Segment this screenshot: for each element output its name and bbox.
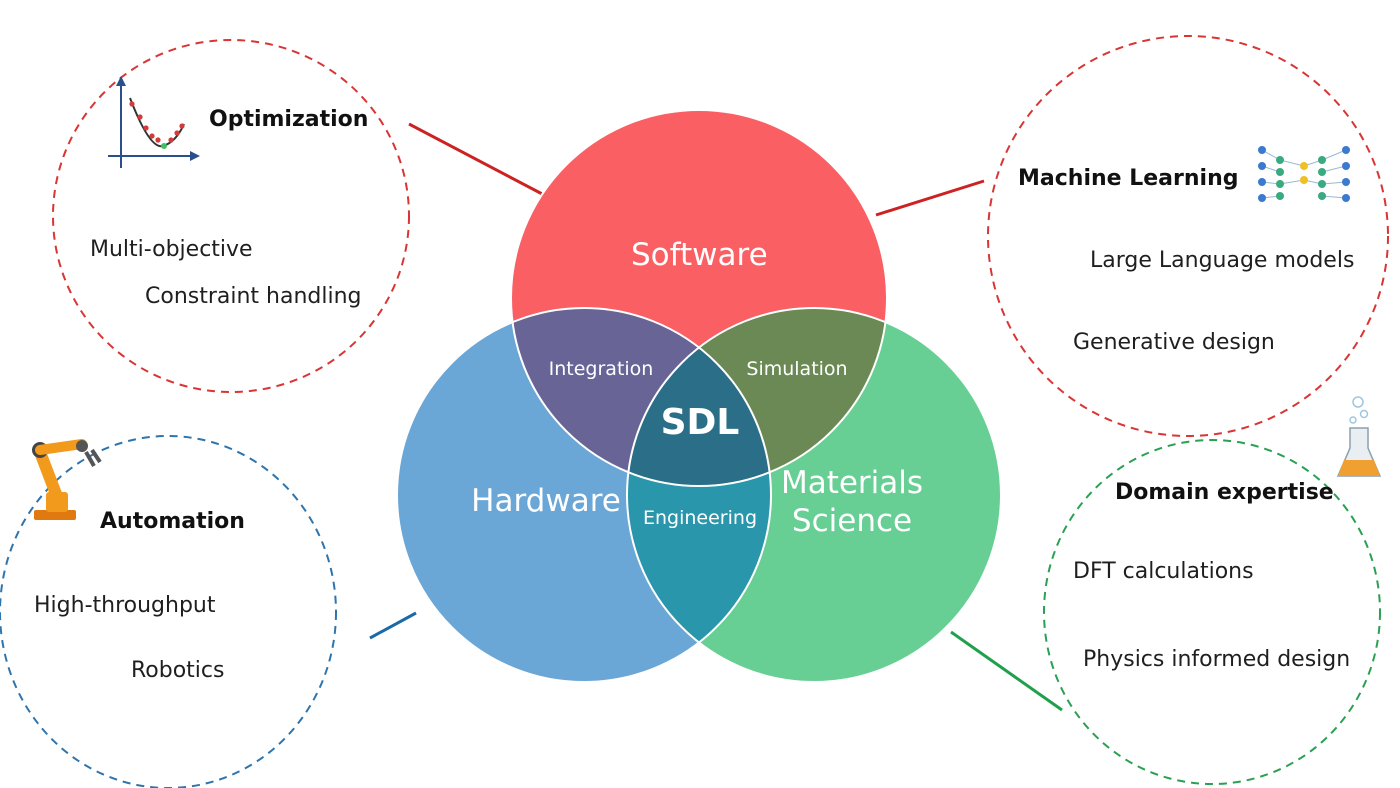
hardware-label: Hardware [471,483,621,519]
optimization-item-1: Multi-objective [90,237,253,262]
machine-learning-item-2: Generative design [1073,330,1275,355]
sdl-label: SDL [660,402,740,443]
neural-network-icon [1258,146,1350,202]
materials-circle-outline [626,307,1002,683]
optimization-bubble [52,39,410,393]
software-label: Software [631,237,768,273]
automation-title: Automation [100,509,245,534]
machine-learning-title: Machine Learning [1018,166,1239,191]
domain-expertise-connector [950,630,1063,712]
automation-bubble [0,435,337,788]
software-circle-outline [510,109,888,487]
optimization-title: Optimization [209,107,369,132]
machine-learning-item-1: Large Language models [1090,248,1355,273]
domain-expertise-bubble [1043,439,1381,785]
integration-label: Integration [548,358,654,380]
robot-arm-icon [32,439,102,520]
optimization-connector [408,122,547,198]
domain-expertise-item-1: DFT calculations [1073,559,1254,584]
materials-label-line1: Materials [780,465,924,501]
automation-item-1: High-throughput [34,593,216,618]
hardware-circle-outline [396,307,772,683]
optimization-item-2: Constraint handling [145,284,362,309]
machine-learning-connector [875,179,985,217]
sdl-region [627,308,771,486]
machine-learning-bubble [987,35,1389,437]
automation-connector [369,611,417,640]
simulation-label: Simulation [746,358,848,380]
materials-label-line2: Science [791,503,913,539]
engineering-label: Engineering [643,507,757,529]
optimization-curve-icon [108,76,200,168]
domain-expertise-item-2: Physics informed design [1083,647,1351,672]
automation-item-2: Robotics [131,658,225,683]
domain-expertise-title: Domain expertise [1115,480,1334,505]
flask-icon [1336,396,1382,477]
